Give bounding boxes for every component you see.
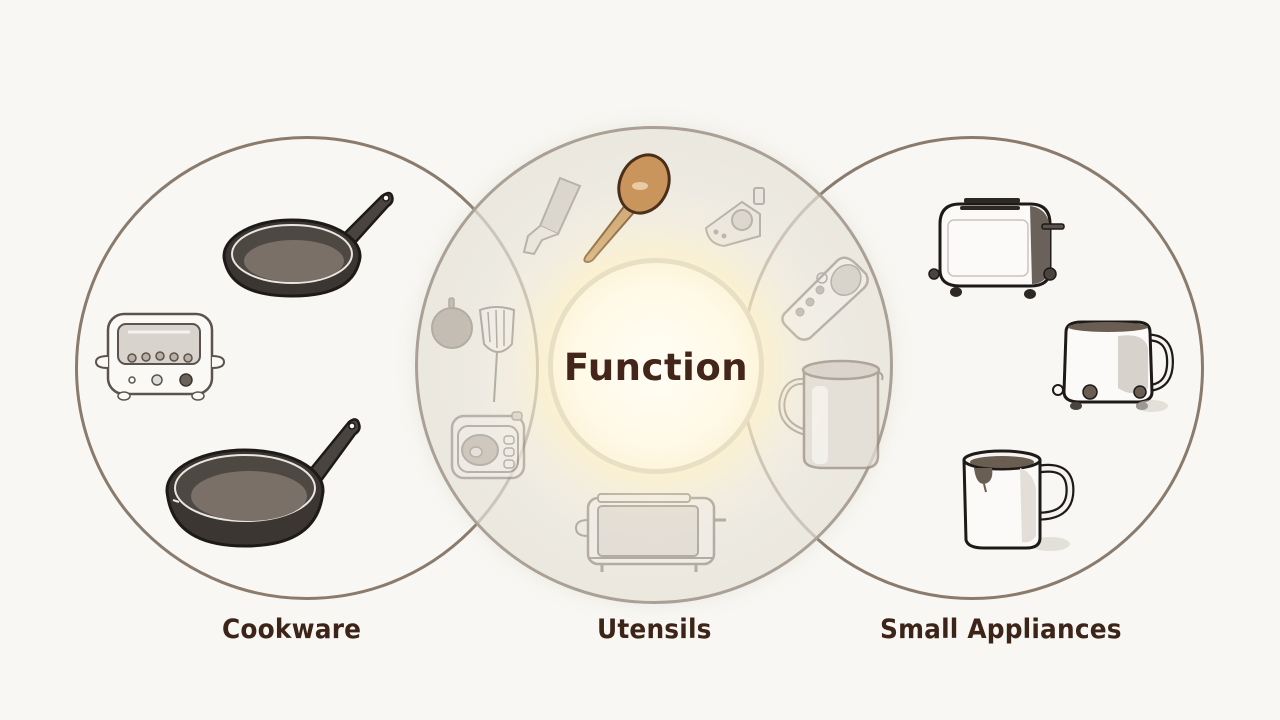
utensils-label: Utensils [597,614,712,645]
toaster-center-icon [574,493,726,572]
wooden-spoon-icon [583,153,671,264]
frying-pan-icon [222,191,394,298]
bottle-icon [522,176,582,256]
ladle-icon [431,297,473,349]
function-label: Function [563,345,749,389]
mug-icon [778,359,884,470]
toaster-icon [928,198,1065,299]
toaster-oven-icon [94,312,226,401]
small-appliances-label: Small Appliances [880,614,1122,645]
coffee-mug-icon [962,449,1075,551]
skillet-icon [165,418,361,548]
remote-control-icon [781,256,869,341]
radio-appliance-icon [450,411,526,480]
kettle-icon [1052,320,1175,412]
kitchen-scale-icon [704,187,765,248]
cookware-label: Cookware [222,614,362,645]
slotted-spatula-icon [478,306,516,403]
function-core: Function [548,258,764,474]
